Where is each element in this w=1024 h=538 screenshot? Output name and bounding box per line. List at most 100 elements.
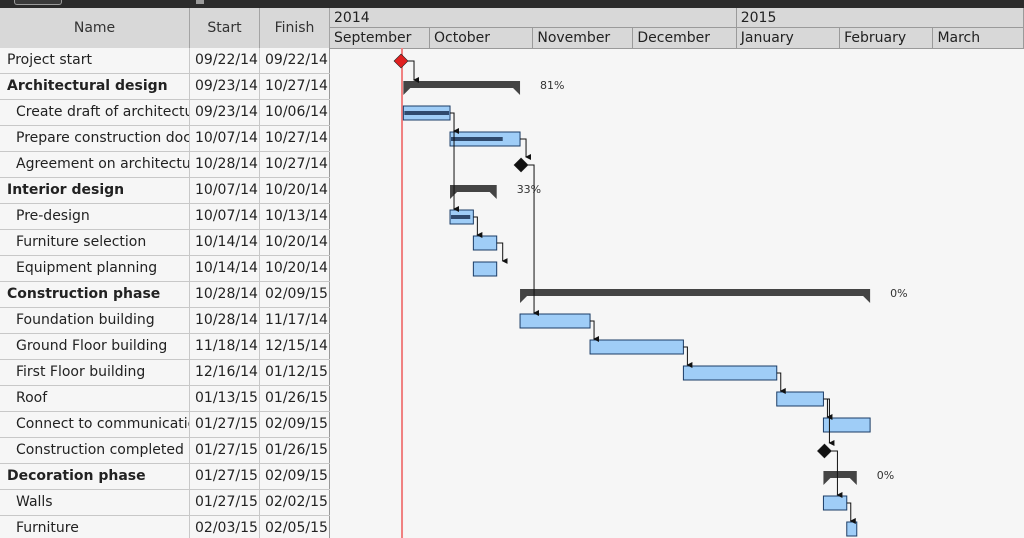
start-date-cell: 09/23/14	[190, 74, 260, 99]
app-top-bar	[0, 0, 1024, 8]
task-progress-bar[interactable]	[451, 137, 503, 141]
finish-date-cell: 09/22/14	[260, 48, 330, 73]
dependency-link	[823, 398, 835, 446]
task-name-cell: Walls	[0, 490, 190, 515]
task-row[interactable]: Prepare construction docu…10/07/1410/27/…	[0, 126, 330, 152]
dependency-link	[683, 346, 693, 368]
dependency-link	[408, 60, 420, 83]
start-date-cell: 12/16/14	[190, 360, 260, 385]
finish-date-cell: 01/12/15	[260, 360, 330, 385]
start-date-cell: 01/27/15	[190, 464, 260, 489]
task-bar[interactable]	[776, 391, 824, 407]
summary-progress-label: 81%	[540, 79, 564, 92]
grid-header: Name Start Finish	[0, 8, 330, 49]
milestone-marker[interactable]	[513, 157, 529, 173]
start-date-cell: 10/28/14	[190, 308, 260, 333]
finish-date-cell: 02/09/15	[260, 464, 330, 489]
start-date-cell: 09/23/14	[190, 100, 260, 125]
milestone-marker[interactable]	[817, 443, 832, 459]
column-header-finish[interactable]: Finish	[260, 8, 330, 48]
month-header: February	[840, 28, 934, 48]
start-date-cell: 10/14/14	[190, 230, 260, 255]
task-bar[interactable]	[472, 235, 498, 251]
task-progress-bar[interactable]	[451, 215, 471, 219]
task-name-cell: Agreement on architectura…	[0, 152, 190, 177]
month-header: October	[430, 28, 534, 48]
start-date-cell: 10/07/14	[190, 126, 260, 151]
task-bar[interactable]	[822, 495, 848, 511]
finish-date-cell: 10/27/14	[260, 126, 330, 151]
year-header: 2014	[330, 8, 737, 28]
finish-date-cell: 10/06/14	[260, 100, 330, 125]
task-bar[interactable]	[519, 313, 591, 329]
start-date-cell: 10/07/14	[190, 204, 260, 229]
summary-bar[interactable]	[403, 81, 521, 95]
dependency-link	[590, 320, 600, 342]
task-bar[interactable]	[472, 261, 498, 277]
dependency-link	[846, 502, 856, 524]
task-bar[interactable]	[682, 365, 778, 381]
finish-date-cell: 02/09/15	[260, 282, 330, 307]
task-progress-bar[interactable]	[404, 111, 450, 115]
dependency-link	[776, 372, 786, 394]
task-name-cell: Architectural design	[0, 74, 190, 99]
task-bar[interactable]	[822, 417, 871, 433]
finish-date-cell: 10/20/14	[260, 230, 330, 255]
gantt-chart: 81%33%0%0%	[393, 48, 908, 538]
month-header: November	[533, 28, 634, 48]
column-header-name[interactable]: Name	[0, 8, 190, 48]
start-date-cell: 09/22/14	[190, 48, 260, 73]
finish-date-cell: 10/27/14	[260, 152, 330, 177]
task-name-cell: Furniture	[0, 516, 190, 538]
summary-bar[interactable]	[823, 471, 857, 485]
finish-date-cell: 10/20/14	[260, 178, 330, 203]
task-name-cell: Pre-design	[0, 204, 190, 229]
task-name-cell: Project start	[0, 48, 190, 73]
dependency-link	[520, 138, 532, 160]
finish-date-cell: 10/13/14	[260, 204, 330, 229]
toolbar-tab-edge	[196, 0, 204, 4]
finish-date-cell: 10/27/14	[260, 74, 330, 99]
milestone-marker[interactable]	[393, 53, 409, 69]
finish-date-cell: 01/26/15	[260, 438, 330, 463]
task-name-cell: Construction completed	[0, 438, 190, 463]
summary-progress-label: 0%	[890, 287, 907, 300]
summary-bar[interactable]	[450, 185, 497, 199]
summary-progress-label: 33%	[517, 183, 541, 196]
task-row[interactable]: Connect to communications01/27/1502/09/1…	[0, 412, 330, 438]
dependency-link	[831, 450, 843, 498]
start-date-cell: 01/27/15	[190, 490, 260, 515]
summary-bar[interactable]	[520, 289, 871, 303]
dependency-link	[473, 216, 483, 238]
start-date-cell: 01/27/15	[190, 438, 260, 463]
task-name-cell: Furniture selection	[0, 230, 190, 255]
finish-date-cell: 02/05/15	[260, 516, 330, 538]
task-bar[interactable]	[589, 339, 684, 355]
toolbar-tab[interactable]	[14, 0, 62, 5]
start-date-cell: 11/18/14	[190, 334, 260, 359]
column-header-start[interactable]: Start	[190, 8, 260, 48]
start-date-cell: 01/13/15	[190, 386, 260, 411]
task-row[interactable]: Agreement on architectura…10/28/1410/27/…	[0, 152, 330, 178]
task-name-cell: Construction phase	[0, 282, 190, 307]
start-date-cell: 01/27/15	[190, 412, 260, 437]
task-bar[interactable]	[846, 521, 858, 537]
